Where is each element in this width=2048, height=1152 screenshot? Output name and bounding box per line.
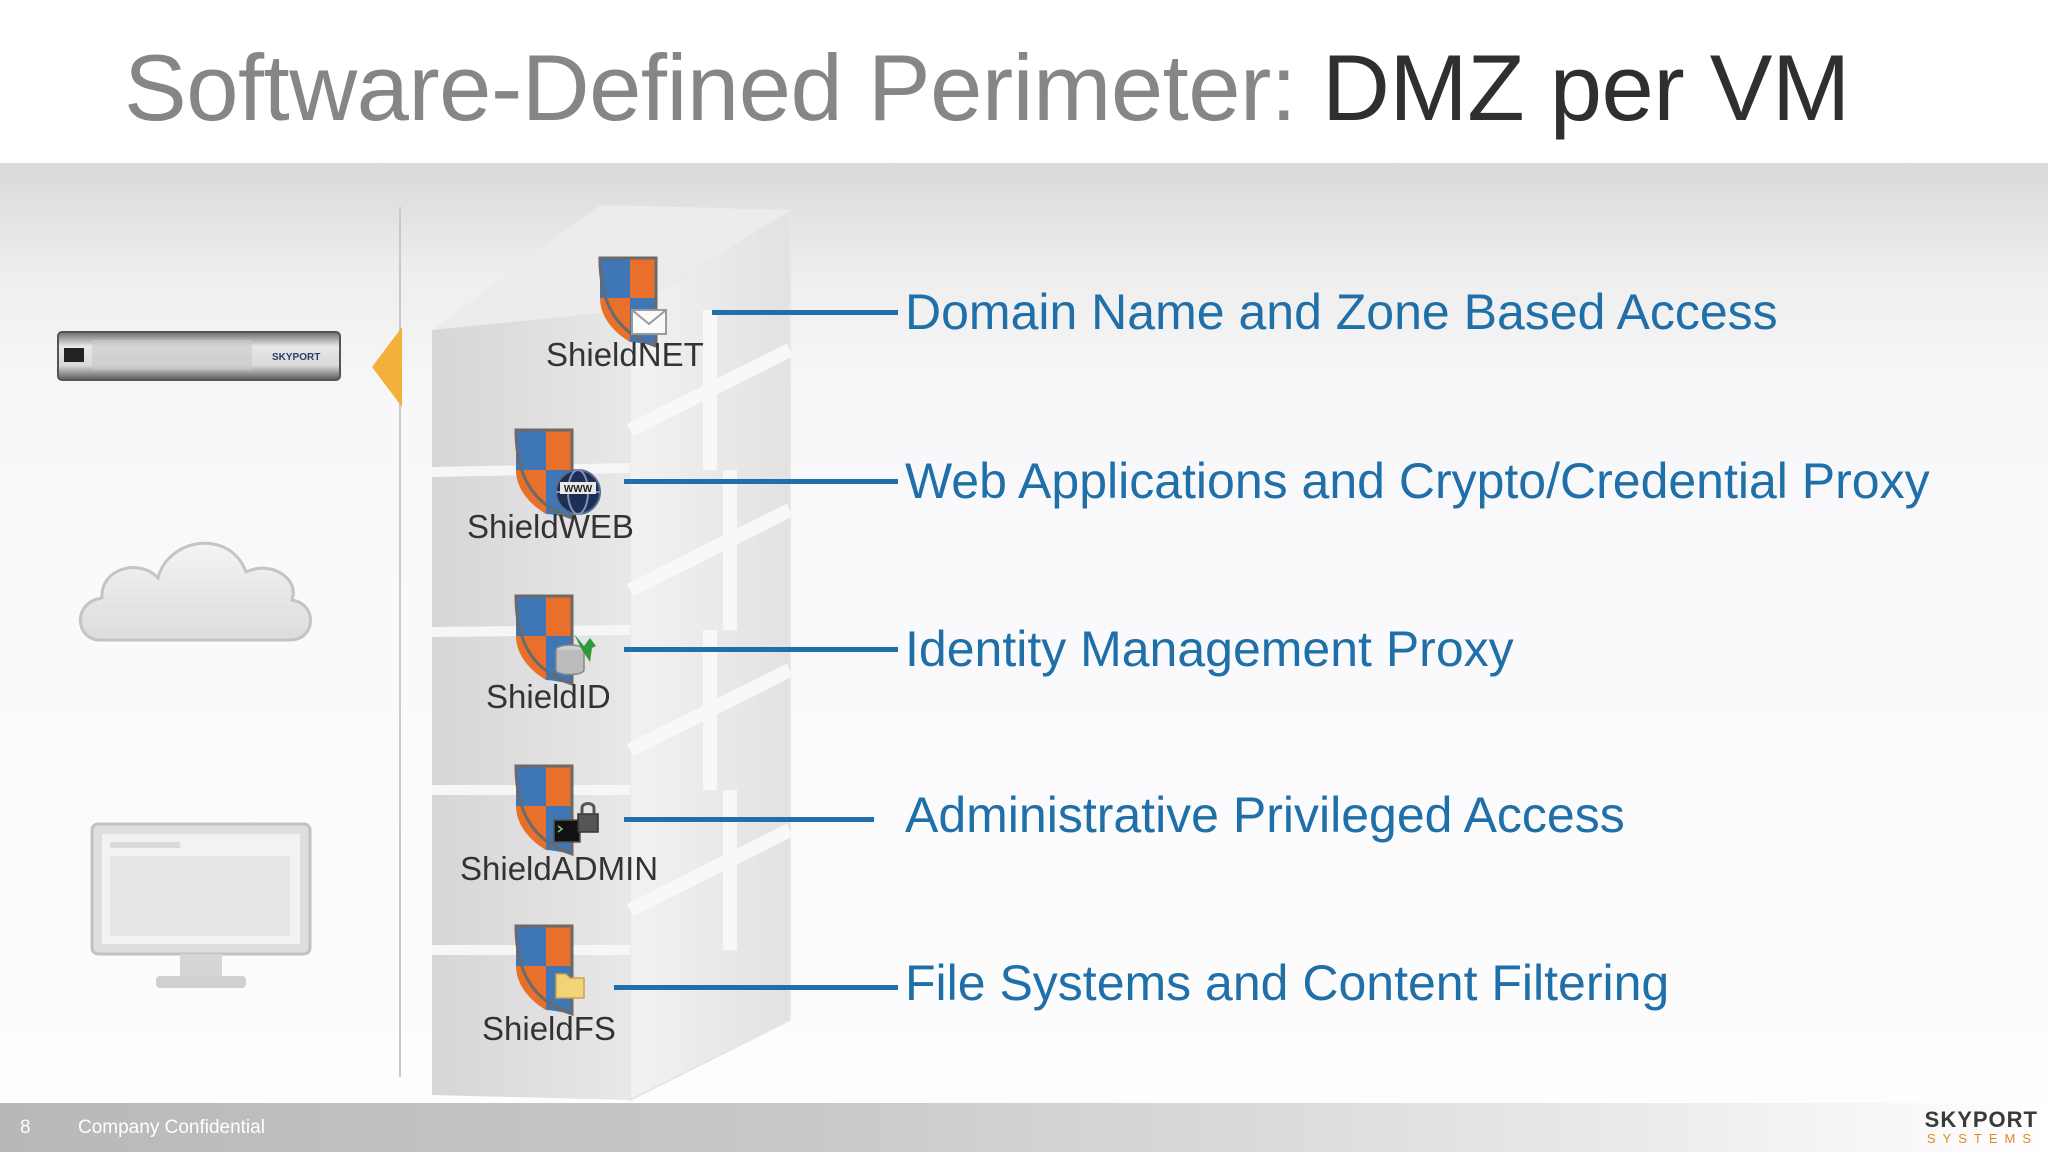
cloud-icon <box>78 541 312 642</box>
connector-line-admin <box>624 817 874 822</box>
shield-admin-icon <box>514 764 599 857</box>
connector-line-id <box>624 647 898 652</box>
ingress-arrow-icon <box>372 327 402 407</box>
connector-line-fs <box>614 985 898 990</box>
shield-id-icon <box>514 594 596 687</box>
title-prefix: Software-Defined Perimeter: <box>124 35 1323 140</box>
feature-web-proxy: Web Applications and Crypto/Credential P… <box>905 453 1930 509</box>
shield-net-label: ShieldNET <box>546 336 704 373</box>
feature-identity-proxy: Identity Management Proxy <box>905 621 1514 677</box>
server-appliance-icon: SKYPORT <box>57 331 341 381</box>
perimeter-line <box>399 207 401 1077</box>
globe-www-icon: WWW <box>555 469 601 515</box>
shield-web-label: ShieldWEB <box>467 508 634 545</box>
connector-line-web <box>624 479 898 484</box>
feature-domain-access: Domain Name and Zone Based Access <box>905 284 1778 340</box>
brand-subtitle: SYSTEMS <box>1926 1131 2038 1146</box>
feature-admin-access: Administrative Privileged Access <box>905 787 1625 843</box>
brand-name: SKYPORT <box>1924 1107 2038 1132</box>
feature-file-filtering: File Systems and Content Filtering <box>905 955 1670 1011</box>
shield-web-icon: WWW <box>514 428 601 521</box>
footer-bar: 8 Company Confidential SKYPORT SYSTEMS <box>0 1103 2048 1152</box>
page-number: 8 <box>20 1117 31 1138</box>
shield-net-icon <box>598 256 667 349</box>
title-emphasis: DMZ per VM <box>1322 35 1850 140</box>
page-title: Software-Defined Perimeter: DMZ per VM <box>124 34 1850 142</box>
diagram-stage <box>0 163 2048 1103</box>
folder-icon <box>555 973 585 999</box>
svg-text:WWW: WWW <box>564 484 593 495</box>
firewall-wall <box>431 205 794 1102</box>
desktop-monitor-icon <box>90 822 312 988</box>
shield-admin-label: ShieldADMIN <box>460 850 659 887</box>
appliance-brand-label: SKYPORT <box>272 352 320 363</box>
identity-database-icon <box>555 634 596 676</box>
shield-fs-icon <box>514 924 585 1017</box>
brand-logo: SKYPORT SYSTEMS <box>1925 1109 2038 1147</box>
connector-line-net <box>712 310 898 315</box>
confidential-notice: Company Confidential <box>78 1117 265 1138</box>
shield-fs-label: ShieldFS <box>482 1010 616 1047</box>
terminal-lock-icon <box>553 802 599 843</box>
shield-id-label: ShieldID <box>486 678 611 715</box>
envelope-icon <box>631 309 667 335</box>
